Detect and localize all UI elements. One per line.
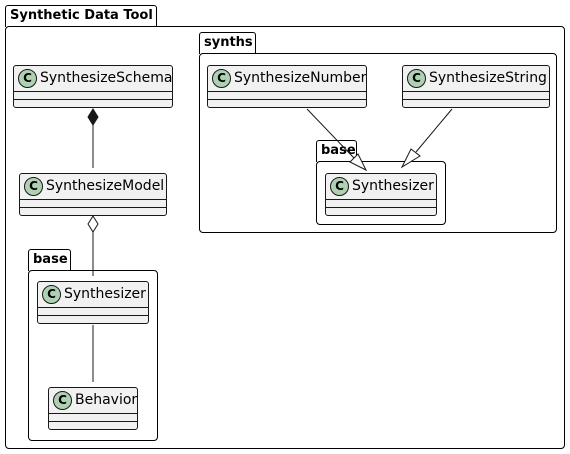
- inheritance-edge-number: [306, 108, 368, 172]
- aggregation-edge: [87, 215, 99, 276]
- synths-package-tab: synths: [199, 32, 256, 54]
- class-c-icon: C: [24, 176, 43, 196]
- class-name: SynthesizeNumber: [234, 70, 367, 86]
- synths-package-label: synths: [204, 35, 253, 50]
- root-package-label: Synthetic Data Tool: [10, 8, 153, 23]
- class-name: SynthesizeString: [429, 70, 547, 86]
- synths-base-package-label: base: [321, 143, 356, 158]
- class-c-icon: C: [53, 390, 72, 410]
- class-c-icon: C: [18, 68, 37, 88]
- class-name: Synthesizer: [352, 178, 434, 194]
- class-c-icon: C: [212, 68, 231, 88]
- class-c-icon: C: [407, 68, 426, 88]
- base-package-label: base: [33, 252, 68, 267]
- base-package-tab: base: [28, 249, 71, 271]
- class-name: SynthesizeSchema: [40, 70, 173, 86]
- class-c-icon: C: [42, 284, 61, 304]
- class-name: Behavior: [75, 392, 138, 408]
- class-name: SynthesizeModel: [46, 178, 165, 194]
- synths-base-package-tab: base: [316, 140, 357, 162]
- class-c-icon: C: [330, 176, 349, 196]
- root-package-tab: Synthetic Data Tool: [5, 5, 157, 27]
- class-name: Synthesizer: [64, 286, 146, 302]
- inheritance-edge-string: [400, 108, 453, 169]
- composition-edge: [87, 108, 99, 168]
